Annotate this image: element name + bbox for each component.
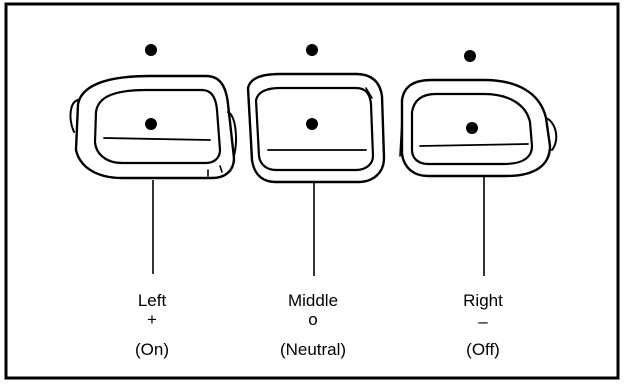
middle-button (246, 72, 386, 184)
middle-label-name: Middle (288, 291, 338, 310)
left-label-name: Left (138, 291, 167, 310)
left-button-dot (145, 118, 157, 130)
left-label-symbol: + (147, 310, 157, 329)
right-button-dot (466, 122, 478, 134)
middle-label-state: (Neutral) (280, 340, 346, 359)
right-label-name: Right (463, 291, 503, 310)
right-label-symbol: – (478, 312, 488, 331)
right-label-state: (Off) (466, 340, 500, 359)
left-led-dot (145, 44, 157, 56)
middle-label-symbol: o (308, 310, 317, 329)
right-button (399, 78, 558, 178)
diagram-frame (4, 2, 620, 380)
right-led-dot (464, 50, 476, 62)
left-button (69, 74, 237, 180)
middle-button-dot (306, 118, 318, 130)
middle-led-dot (306, 44, 318, 56)
left-label-state: (On) (135, 340, 169, 359)
